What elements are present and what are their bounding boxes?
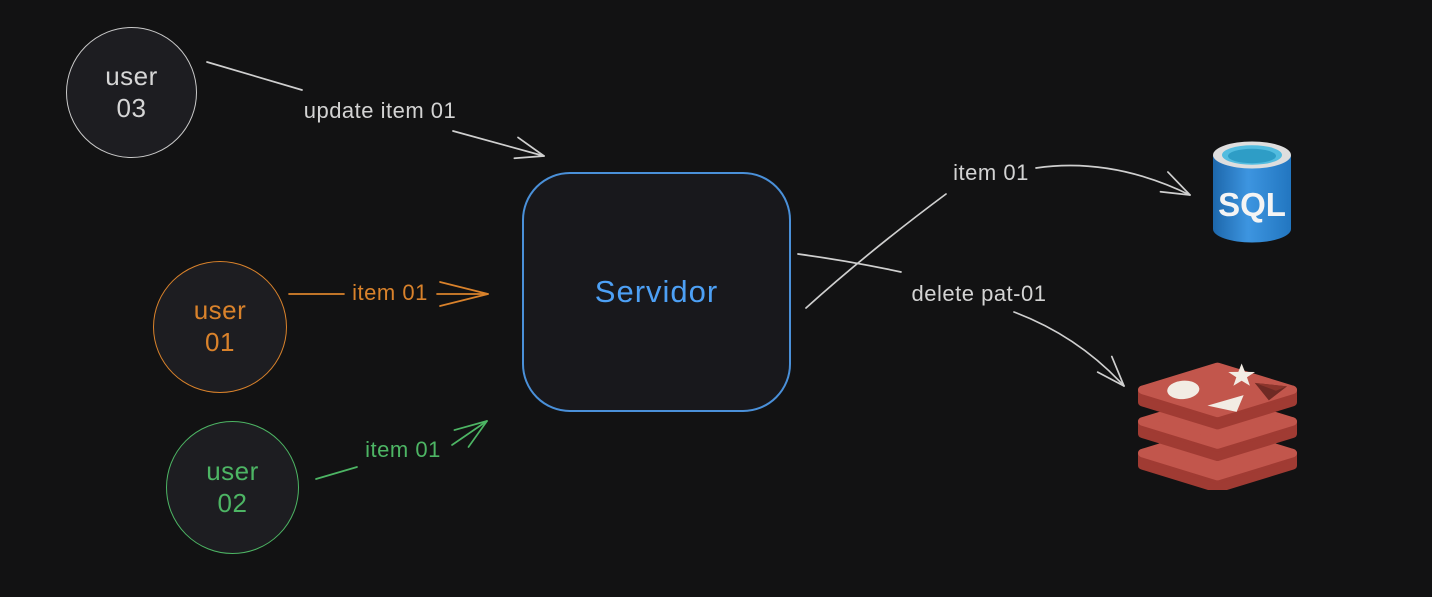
- edge-user02-server-line1: [315, 466, 358, 480]
- node-user-01-label-line2: 01: [205, 327, 235, 357]
- redis-star-shape: [1228, 363, 1256, 386]
- sql-database-icon: SQL: [1211, 139, 1293, 246]
- node-server: Servidor: [522, 172, 791, 412]
- edge-label-item-01-sql: item 01: [953, 160, 1029, 185]
- edge-label-delete-pat-01: delete pat-01: [911, 281, 1047, 306]
- edge-label-update-item-01: update item 01: [303, 98, 457, 123]
- redis-triangle-shape: [1207, 395, 1244, 412]
- node-user-02-label-line1: user: [206, 455, 259, 486]
- edge-server-redis-line2: [1013, 311, 1125, 387]
- node-user-03-label-line1: user: [105, 60, 158, 91]
- node-user-01-label-line1: user: [193, 295, 247, 326]
- node-user-03: user 03: [66, 27, 197, 158]
- redis-icon: [1137, 360, 1298, 493]
- edge-server-redis-line1: [797, 253, 902, 273]
- redis-layer-top: [1138, 362, 1297, 430]
- edge-user03-server-line2: [452, 130, 545, 160]
- redis-pyramid-highlight: [1254, 382, 1287, 391]
- node-user-01: user 01: [153, 261, 287, 393]
- node-server-label: Servidor: [594, 274, 719, 309]
- node-user-03-label-line2: 03: [116, 92, 147, 123]
- edge-user02-server-line2: [451, 420, 488, 448]
- redis-circle-shape: [1167, 380, 1200, 400]
- edge-server-sql-line1: [805, 193, 947, 309]
- node-user-02: user 02: [166, 421, 299, 554]
- edge-label-item-01-green: item 01: [365, 437, 441, 462]
- edge-label-item-01-orange: item 01: [352, 280, 428, 305]
- edge-user03-server-line1: [206, 61, 303, 91]
- edge-server-sql-line2: [1035, 164, 1191, 196]
- node-user-02-label-line2: 02: [217, 487, 248, 518]
- sql-icon-label: SQL: [1218, 186, 1286, 223]
